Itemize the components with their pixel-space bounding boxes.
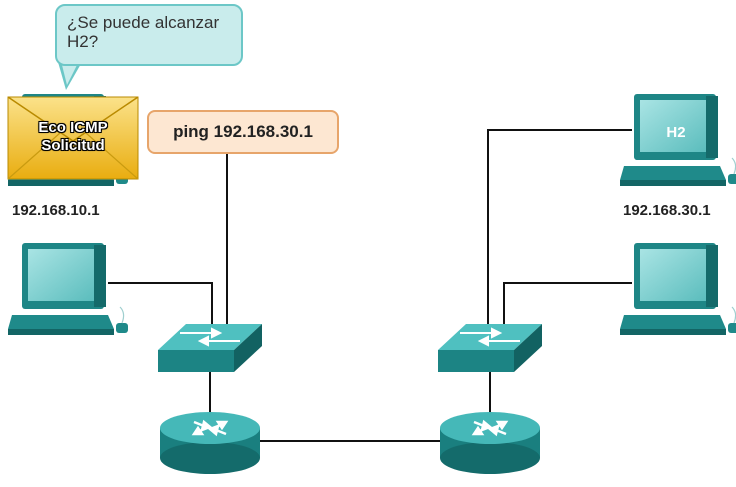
- router-right[interactable]: [438, 410, 542, 476]
- link-pc4-to-switch2: [503, 282, 632, 332]
- h2-monitor-overlay: H2: [622, 94, 732, 164]
- bubble-text: ¿Se puede alcanzar H2?: [67, 13, 220, 51]
- ping-command-box: ping 192.168.30.1: [147, 110, 339, 154]
- switch-left[interactable]: [157, 323, 263, 373]
- envelope-line1: Eco ICMP: [38, 119, 108, 136]
- question-bubble: ¿Se puede alcanzar H2?: [55, 4, 243, 66]
- link-h2-to-switch2: [487, 129, 632, 332]
- host-pc2[interactable]: [7, 242, 129, 336]
- ping-command-text: ping 192.168.30.1: [173, 122, 313, 141]
- router-left[interactable]: [158, 410, 262, 476]
- switch-right[interactable]: [437, 323, 543, 373]
- envelope-icon: [7, 96, 139, 180]
- bubble-tail-inner: [61, 61, 79, 85]
- dest-ip-label: 192.168.30.1: [623, 202, 711, 219]
- network-links: [108, 129, 632, 442]
- icmp-envelope: Eco ICMP Solicitud: [8, 97, 138, 179]
- envelope-line2: Solicitud: [41, 137, 105, 154]
- h2-label: H2: [666, 124, 686, 141]
- link-pc2-to-switch1: [108, 282, 213, 332]
- host-pc4[interactable]: [619, 242, 736, 336]
- source-ip-label: 192.168.10.1: [12, 202, 100, 219]
